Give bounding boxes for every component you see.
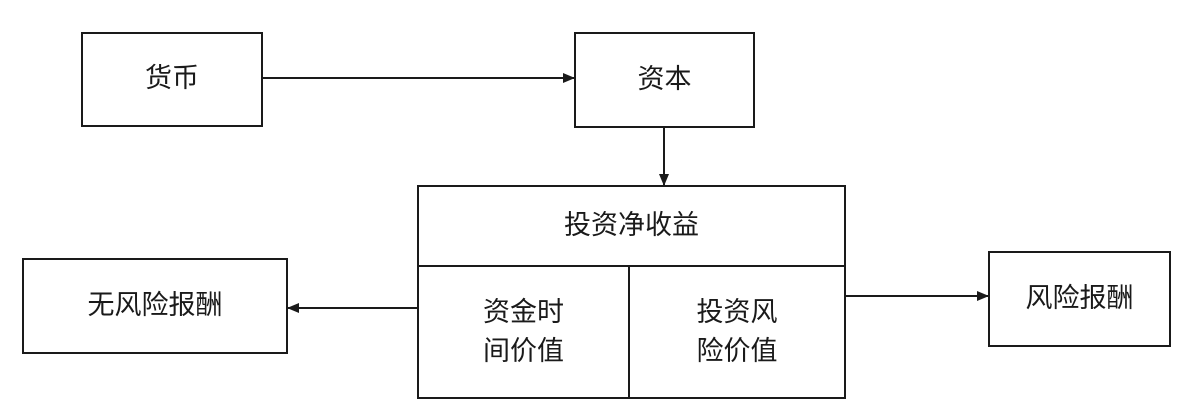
- risk-return-node: 风险报酬: [988, 251, 1171, 347]
- net-income-header: 投资净收益: [419, 187, 844, 267]
- capital-node: 资本: [574, 32, 755, 128]
- time-value-line1: 资金时: [483, 296, 564, 328]
- currency-node: 货币: [81, 32, 263, 127]
- time-value-line2: 间价值: [483, 336, 564, 367]
- capital-label: 资本: [637, 63, 692, 95]
- net-income-node: 投资净收益 资金时 间价值 投资风 险价值: [417, 185, 846, 399]
- risk-return-label: 风险报酬: [1025, 282, 1134, 314]
- risk-value-line2: 险价值: [696, 336, 778, 367]
- risk-free-return-label: 无风险报酬: [87, 289, 223, 321]
- time-value-cell: 资金时 间价值: [419, 267, 630, 397]
- risk-value-line1: 投资风: [696, 296, 778, 328]
- risk-free-return-node: 无风险报酬: [22, 258, 288, 354]
- net-income-label: 投资净收益: [564, 210, 699, 242]
- currency-label: 货币: [145, 63, 199, 95]
- risk-value-cell: 投资风 险价值: [630, 267, 844, 397]
